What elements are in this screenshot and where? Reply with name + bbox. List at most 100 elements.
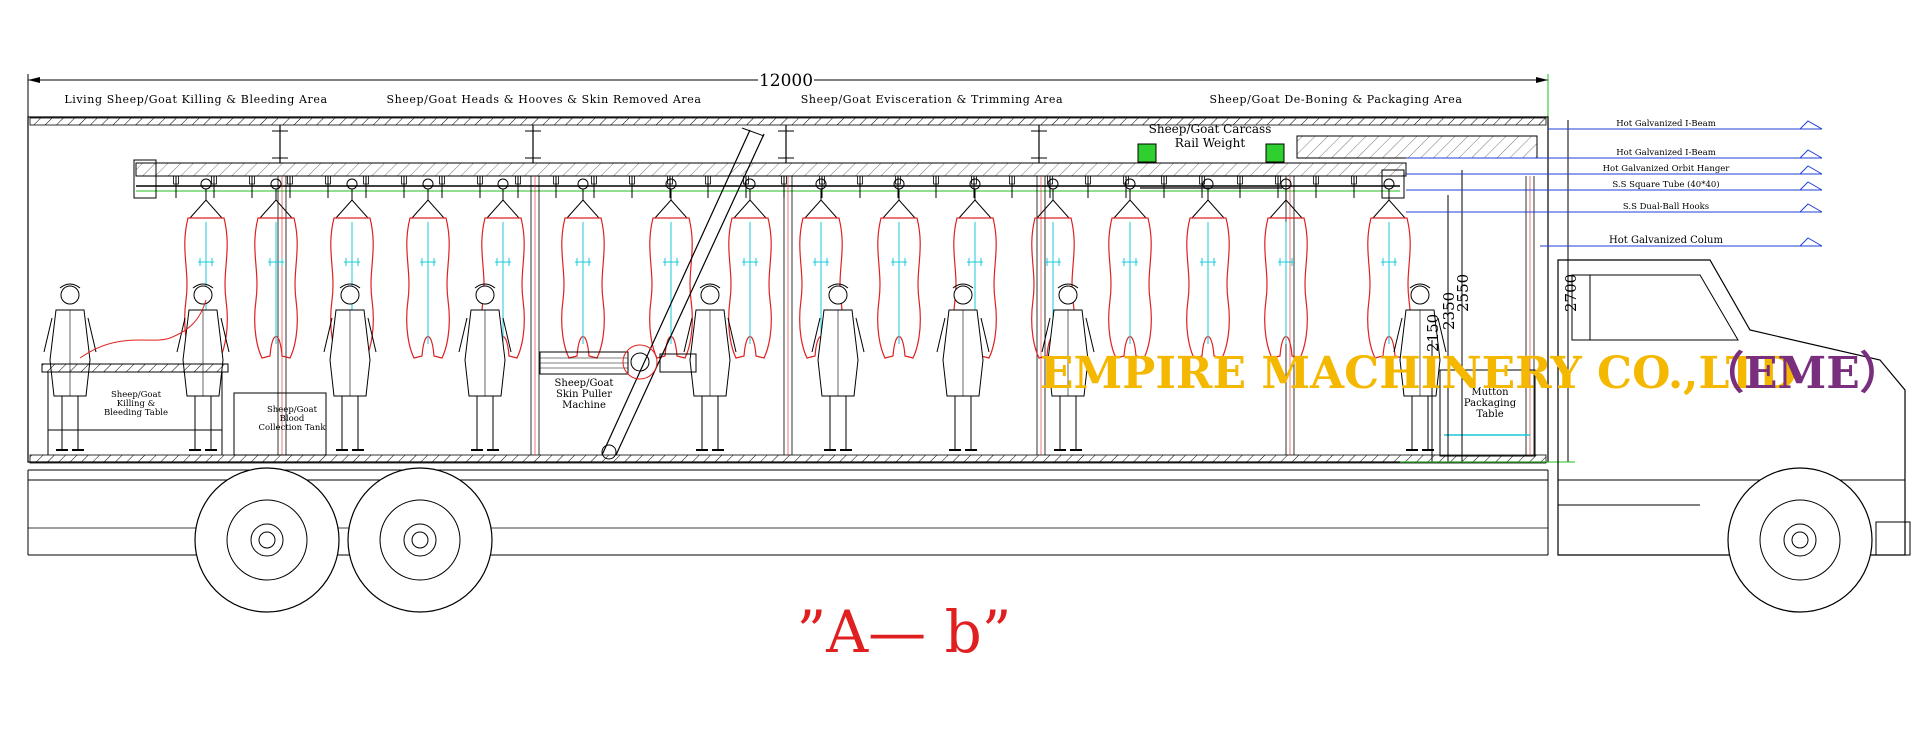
worker bbox=[1393, 283, 1447, 451]
rail-hook bbox=[591, 175, 597, 198]
callout-dual-ball-hooks: S.S Dual-Ball Hooks bbox=[1623, 202, 1709, 212]
bleeding-table-label-2: Killing & bbox=[117, 399, 156, 409]
watermark-brand: （EME） bbox=[1700, 348, 1904, 399]
rail-weight-label-2: Rail Weight bbox=[1175, 136, 1246, 150]
area-label-killing: Living Sheep/Goat Killing & Bleeding Are… bbox=[64, 93, 327, 106]
rail-hook bbox=[287, 175, 293, 198]
blood-collection-tank: Sheep/Goat Blood Collection Tank bbox=[233, 392, 327, 456]
blood-tank-label-2: Blood bbox=[280, 414, 305, 424]
ceiling-hanger bbox=[1031, 125, 1047, 163]
carcass bbox=[1264, 178, 1308, 359]
hot-galvanized-columns bbox=[277, 176, 1535, 455]
carcass bbox=[728, 178, 772, 359]
height-dimensions: 2150 2350 2550 2700 bbox=[1400, 120, 1580, 463]
packaging-table-label-3: Table bbox=[1476, 409, 1503, 420]
skin-puller-machine: Sheep/Goat Skin Puller Machine bbox=[539, 127, 765, 460]
overall-dimension: 12000 bbox=[27, 71, 1549, 130]
worker bbox=[683, 283, 737, 451]
skin-puller-label-3: Machine bbox=[562, 400, 606, 411]
drawing-caption: ”A— b” bbox=[797, 598, 1012, 666]
carcass bbox=[1367, 178, 1411, 359]
overhead-rail bbox=[133, 135, 1538, 199]
mutton-packaging-table: Mutton Packaging Table bbox=[1439, 369, 1536, 457]
rail-weight: Sheep/Goat Carcass Rail Weight bbox=[1137, 122, 1285, 189]
company-watermark: EMPIRE MACHINERY CO.,LTD （EME） bbox=[1040, 348, 1904, 399]
rail-hook bbox=[1161, 175, 1167, 198]
rail-hook bbox=[553, 175, 559, 198]
rail-hook bbox=[249, 175, 255, 198]
rail-hook bbox=[1313, 175, 1319, 198]
height-2350: 2350 bbox=[1440, 292, 1458, 330]
carcass bbox=[406, 178, 450, 359]
wheel-rear-2 bbox=[347, 467, 493, 613]
ceiling-hangers bbox=[272, 125, 1047, 163]
truck-wheels bbox=[194, 467, 1873, 613]
bleeding-table-label-3: Bleeding Table bbox=[104, 408, 168, 418]
worker bbox=[458, 283, 512, 451]
area-label-skin-removal: Sheep/Goat Heads & Hooves & Skin Removed… bbox=[386, 93, 701, 106]
worker bbox=[811, 283, 865, 451]
rail-hook bbox=[1351, 175, 1357, 198]
column bbox=[277, 176, 287, 455]
skin-puller-label-2: Skin Puller bbox=[556, 389, 612, 400]
worker-row bbox=[43, 283, 1447, 451]
wheel-rear-1 bbox=[194, 467, 340, 613]
rail-hook bbox=[705, 175, 711, 198]
carcass bbox=[1108, 178, 1152, 359]
ceiling-hanger bbox=[272, 125, 288, 163]
area-label-evisceration: Sheep/Goat Evisceration & Trimming Area bbox=[801, 93, 1063, 106]
height-2700: 2700 bbox=[1562, 274, 1580, 312]
carcass bbox=[1186, 178, 1230, 359]
worker bbox=[43, 283, 97, 451]
carcass bbox=[877, 178, 921, 359]
ceiling-hanger bbox=[525, 125, 541, 163]
truck-cab bbox=[1557, 259, 1911, 556]
rail-hook bbox=[363, 175, 369, 198]
rail-hook bbox=[933, 175, 939, 198]
rail-weight-label-1: Sheep/Goat Carcass bbox=[1149, 122, 1272, 136]
callouts: Hot Galvanized I-Beam Hot Galvanized I-B… bbox=[1406, 119, 1823, 247]
worker bbox=[323, 283, 377, 451]
column bbox=[783, 176, 793, 455]
column bbox=[530, 176, 540, 455]
column bbox=[1525, 176, 1535, 455]
rail-hook bbox=[1009, 175, 1015, 198]
rail-hook bbox=[1275, 175, 1281, 198]
callout-column: Hot Galvanized Colum bbox=[1609, 235, 1723, 246]
rail-hook bbox=[1237, 175, 1243, 198]
rail-hook bbox=[439, 175, 445, 198]
rail-hook bbox=[325, 175, 331, 198]
callout-i-beam-2: Hot Galvanized I-Beam bbox=[1616, 148, 1716, 158]
rail-hook bbox=[173, 175, 179, 198]
blood-tank-label-1: Sheep/Goat bbox=[267, 405, 318, 415]
carcass bbox=[254, 178, 298, 359]
column bbox=[1036, 176, 1046, 455]
area-labels: Living Sheep/Goat Killing & Bleeding Are… bbox=[64, 93, 1462, 106]
carcass-row bbox=[184, 178, 1411, 359]
carcass bbox=[561, 178, 605, 359]
callout-i-beam-1: Hot Galvanized I-Beam bbox=[1616, 119, 1716, 129]
packaging-table-label-2: Packaging bbox=[1464, 398, 1517, 409]
rail-hook bbox=[211, 175, 217, 198]
wheel-front bbox=[1727, 467, 1873, 613]
area-label-deboning: Sheep/Goat De-Boning & Packaging Area bbox=[1209, 93, 1462, 106]
rail-hook bbox=[629, 175, 635, 198]
rail-hook bbox=[781, 175, 787, 198]
rail-hook bbox=[515, 175, 521, 198]
bleeding-table-label-1: Sheep/Goat bbox=[111, 390, 162, 400]
ceiling-hanger bbox=[778, 125, 794, 163]
height-2550: 2550 bbox=[1454, 274, 1472, 312]
callout-orbit-hanger: Hot Galvanized Orbit Hanger bbox=[1603, 164, 1731, 174]
watermark-company-name: EMPIRE MACHINERY CO.,LTD bbox=[1040, 348, 1797, 399]
bleeding-table: Sheep/Goat Killing & Bleeding Table bbox=[41, 299, 229, 455]
rail-hook bbox=[1085, 175, 1091, 198]
height-2150: 2150 bbox=[1424, 314, 1442, 352]
carcass bbox=[649, 178, 693, 359]
callout-square-tube: S.S Square Tube (40*40) bbox=[1612, 179, 1719, 190]
worker bbox=[1041, 283, 1095, 451]
packaging-table-label-1: Mutton bbox=[1471, 387, 1509, 398]
rail-hook bbox=[401, 175, 407, 198]
rail-hook bbox=[477, 175, 483, 198]
